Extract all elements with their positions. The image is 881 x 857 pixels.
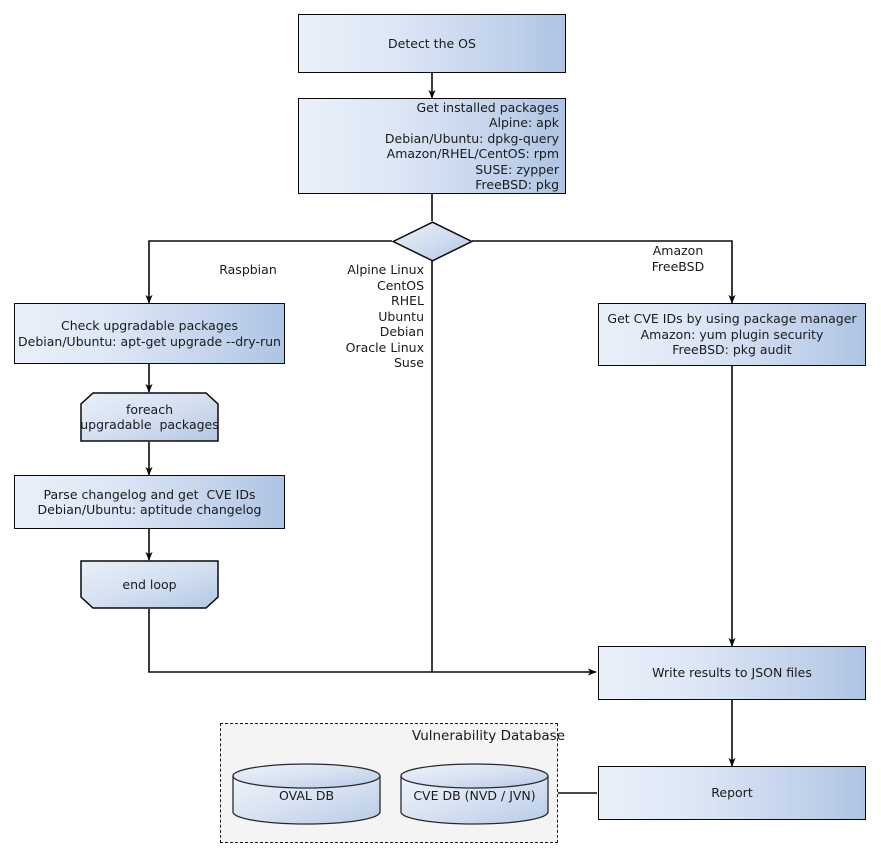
node-get-installed-packages[interactable]: Get installed packages Alpine: apk Debia…	[298, 98, 566, 194]
node-parse-changelog-label: Parse changelog and get CVE IDs Debian/U…	[37, 486, 262, 518]
vulnerability-database-title: Vulnerability Database	[411, 728, 565, 744]
node-os-decision[interactable]	[392, 221, 473, 262]
edge-endloop-to-write	[148, 609, 597, 676]
node-parse-changelog[interactable]: Parse changelog and get CVE IDs Debian/U…	[14, 475, 285, 529]
edge-label-amazon-freebsd: Amazon FreeBSD	[651, 243, 705, 274]
database-cylinder-cve[interactable]: CVE DB (NVD / JVN)	[400, 763, 549, 825]
node-foreach-loop-start-label: foreach upgradable packages	[80, 401, 219, 433]
node-get-cve-ids[interactable]: Get CVE IDs by using package manager Ama…	[598, 303, 866, 366]
node-end-loop[interactable]: end loop	[80, 560, 219, 609]
node-write-results[interactable]: Write results to JSON files	[598, 646, 866, 700]
node-report-label: Report	[711, 785, 753, 801]
database-cylinder-cve-label: CVE DB (NVD / JVN)	[413, 788, 536, 803]
edge-label-raspbian: Raspbian	[219, 262, 277, 277]
node-report[interactable]: Report	[598, 766, 866, 820]
node-detect-os[interactable]: Detect the OS	[298, 14, 566, 73]
node-write-results-label: Write results to JSON files	[652, 665, 812, 681]
database-cylinder-oval-label: OVAL DB	[278, 788, 335, 803]
database-cylinder-oval[interactable]: OVAL DB	[232, 763, 381, 825]
node-foreach-loop-start[interactable]: foreach upgradable packages	[80, 392, 219, 442]
node-check-upgradable-packages[interactable]: Check upgradable packages Debian/Ubuntu:…	[14, 303, 285, 364]
node-end-loop-label: end loop	[122, 576, 177, 592]
node-detect-os-label: Detect the OS	[388, 35, 476, 51]
edge-label-linux-distros: Alpine Linux CentOS RHEL Ubuntu Debian O…	[345, 262, 424, 370]
node-get-cve-ids-label: Get CVE IDs by using package manager Ama…	[607, 311, 857, 358]
node-get-installed-packages-label: Get installed packages Alpine: apk Debia…	[384, 99, 559, 193]
node-check-upgradable-packages-label: Check upgradable packages Debian/Ubuntu:…	[18, 318, 281, 349]
